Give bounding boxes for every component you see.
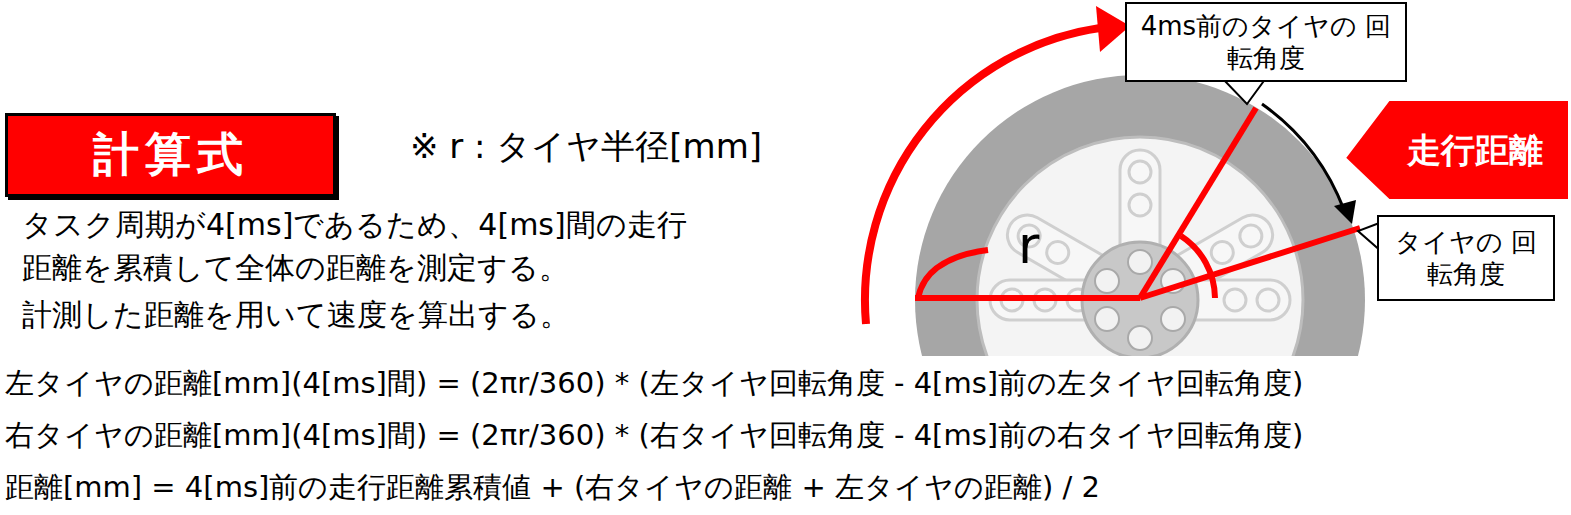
callout-box: 4ms前のタイヤの 回転角度	[1125, 2, 1407, 82]
box-text: 走行距離	[1407, 129, 1543, 172]
note-text: 計測した距離を用いて速度を算出する。	[22, 297, 570, 333]
formula-text: 左タイヤの距離[mm](4[ms]間) = (2πr/360) * (左タイヤ回…	[5, 366, 1303, 401]
note-text: タスク周期が4[ms]であるため、4[ms]間の走行	[22, 207, 687, 243]
distance-arc	[1262, 104, 1344, 210]
callout-box: タイヤの 回転角度	[1377, 215, 1555, 301]
box-text: タイヤの 回転角度	[1385, 226, 1547, 291]
note-text: ※ r : タイヤ半径[mm]	[410, 126, 762, 167]
rotation-arrow	[865, 28, 1100, 324]
note-text: 距離を累積して全体の距離を測定する。	[22, 250, 569, 286]
box-text: 4ms前のタイヤの 回転角度	[1133, 10, 1399, 75]
formula-text: 距離[mm] = 4[ms]前の走行距離累積値 + (右タイヤの距離 + 左タイ…	[5, 470, 1100, 505]
angle-lines	[915, 108, 1360, 298]
arrow-head	[1334, 200, 1356, 224]
radius-symbol: r	[1018, 214, 1039, 276]
callout-arrow: 走行距離	[1345, 97, 1569, 203]
formula-text: 右タイヤの距離[mm](4[ms]間) = (2πr/360) * (右タイヤ回…	[5, 418, 1303, 453]
tire	[915, 75, 1365, 356]
heading-box: 計算式	[5, 113, 336, 197]
box-text: 計算式	[93, 126, 249, 184]
